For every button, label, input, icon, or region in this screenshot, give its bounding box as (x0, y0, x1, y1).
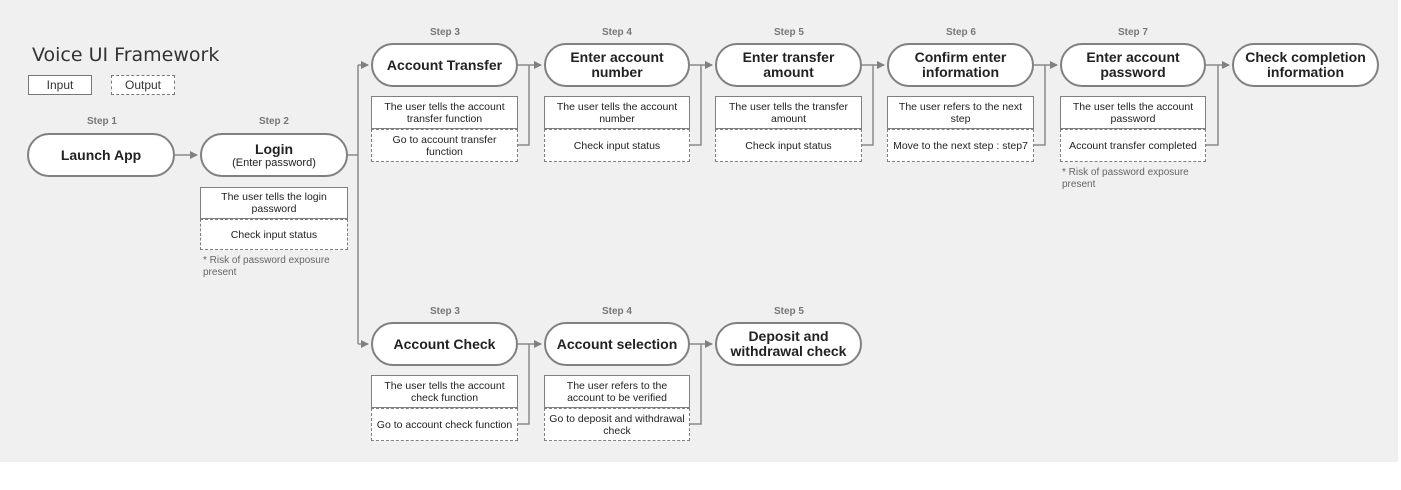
node-enter-transfer-amount-label: Enter transfer amount (742, 49, 835, 80)
node-enter-account-number-label: Enter account number (570, 49, 664, 80)
output-box-confirm: Move to the next step : step7 (887, 129, 1034, 162)
node-confirm-enter-information: Confirm enter information (887, 43, 1034, 87)
output-box-account-selection: Go to deposit and withdrawal check (544, 408, 690, 441)
output-box-account-number: Check input status (544, 129, 690, 162)
diagram-title: Voice UI Framework (32, 44, 220, 66)
bracket-amount (862, 65, 874, 146)
input-box-login: The user tells the login password (200, 187, 348, 219)
input-box-confirm: The user refers to the next step (887, 96, 1034, 129)
step-label-transfer-6: Step 6 (945, 27, 976, 38)
step-label-transfer-4: Step 4 (601, 27, 632, 38)
node-enter-account-password: Enter account password (1060, 43, 1206, 87)
node-deposit-withdrawal-check: Deposit and withdrawal check (715, 322, 862, 366)
node-login-label: Login (254, 140, 294, 157)
legend-input: Input (28, 75, 92, 95)
step-label-check-3: Step 3 (429, 306, 460, 317)
step-label-1: Step 1 (86, 116, 117, 127)
note-password-risk: * Risk of password exposure present (1062, 167, 1189, 190)
input-box-account-check: The user tells the account check functio… (371, 375, 518, 408)
step-label-check-4: Step 4 (601, 306, 632, 317)
node-enter-account-password-label: Enter account password (1086, 49, 1180, 80)
legend-output: Output (111, 75, 175, 95)
node-account-selection: Account selection (544, 322, 690, 366)
node-account-check-label: Account Check (393, 335, 496, 352)
step-label-transfer-3: Step 3 (429, 27, 460, 38)
step-label-transfer-5: Step 5 (773, 27, 804, 38)
node-confirm-enter-information-label: Confirm enter information (914, 49, 1007, 80)
output-box-account-check: Go to account check function (371, 408, 518, 441)
bracket-confirm (1034, 65, 1046, 146)
node-check-completion-information: Check completion information (1232, 43, 1379, 87)
output-box-login: Check input status (200, 219, 348, 250)
input-box-account-number: The user tells the account number (544, 96, 690, 129)
output-box-transfer-amount: Check input status (715, 129, 862, 162)
bracket-selection (690, 344, 702, 425)
node-account-selection-label: Account selection (556, 335, 678, 352)
node-check-completion-information-label: Check completion information (1245, 49, 1366, 80)
node-account-check: Account Check (371, 322, 518, 366)
bracket-transfer (518, 65, 530, 146)
bracket-check (518, 344, 530, 425)
input-box-transfer-amount: The user tells the transfer amount (715, 96, 862, 129)
input-box-password: The user tells the account password (1060, 96, 1206, 129)
node-login: Login (Enter password) (200, 133, 348, 177)
diagram-canvas: Voice UI Framework Input Output Step 1 S… (0, 0, 1398, 462)
note-login-password-risk: * Risk of password exposure present (203, 255, 330, 278)
node-launch-app: Launch App (27, 133, 175, 177)
step-label-2: Step 2 (258, 116, 289, 127)
node-launch-app-label: Launch App (60, 146, 142, 163)
input-box-transfer: The user tells the account transfer func… (371, 96, 518, 129)
node-deposit-withdrawal-check-label: Deposit and withdrawal check (730, 328, 847, 359)
step-label-check-5: Step 5 (773, 306, 804, 317)
flow-connectors (175, 61, 1230, 425)
bracket-password (1206, 65, 1219, 146)
node-enter-transfer-amount: Enter transfer amount (715, 43, 862, 87)
bracket-account (690, 65, 702, 146)
node-enter-account-number: Enter account number (544, 43, 690, 87)
node-account-transfer-label: Account Transfer (386, 56, 503, 73)
input-box-account-selection: The user refers to the account to be ver… (544, 375, 690, 408)
output-box-password: Account transfer completed (1060, 129, 1206, 162)
node-account-transfer: Account Transfer (371, 43, 518, 87)
node-login-sublabel: (Enter password) (232, 156, 316, 169)
output-box-transfer: Go to account transfer function (371, 129, 518, 162)
step-label-transfer-7: Step 7 (1117, 27, 1148, 38)
